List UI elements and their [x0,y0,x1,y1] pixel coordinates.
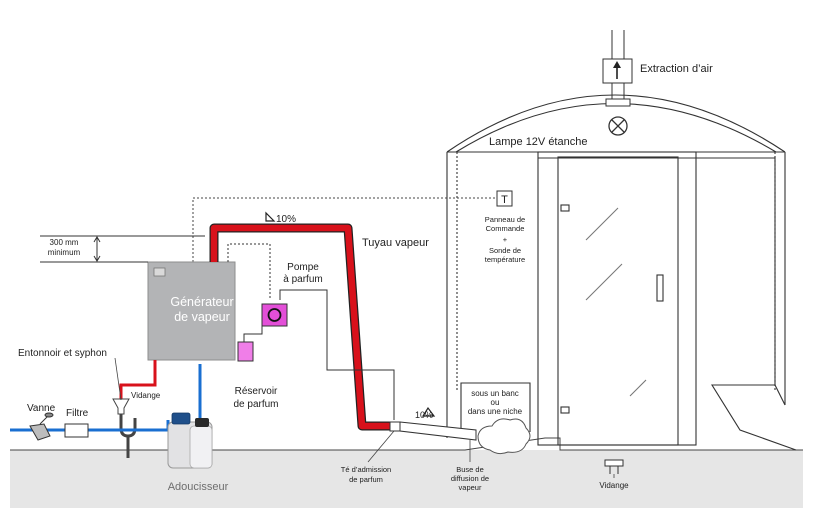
pump-rotor-icon [267,308,282,322]
tee-label-1: Té d’admission [341,465,391,474]
valve-label: Vanne [27,403,56,414]
height-dimension [40,235,205,263]
tank-label-2: de parfum [233,399,278,410]
generator-drain-line [119,360,157,402]
lamp-icon [608,116,628,136]
nozzle-label-2: diffusion de [451,474,489,483]
control-cable [192,197,497,286]
air-extraction-label: Extraction d’air [640,63,713,75]
funnel-label: Entonnoir et syphon [18,348,107,359]
leader-lines [114,357,615,478]
filter-housing [64,423,89,438]
bench-label-2: ou [491,398,500,407]
panel-label-5: température [485,255,525,264]
panel-label-1: Panneau de [485,215,525,224]
filter-label: Filtre [66,408,89,419]
steam-generator [147,261,236,361]
panel-label-3: + [503,235,508,244]
up-arrow-icon [613,61,621,79]
water-softener [167,412,213,469]
pump-control-cable [227,243,271,300]
generator-label-2: de vapeur [174,310,230,324]
generator-display-icon [153,267,166,277]
pump-label-1: Pompe [287,262,319,273]
panel-label-2: Commande [486,224,525,233]
bench-label-1: sous un banc [471,389,519,398]
tee-label-2: de parfum [349,475,383,484]
tank-label-1: Réservoir [235,386,278,397]
min-height-label-1: 300 mm [50,238,79,247]
perfume-tank [237,341,254,362]
ground-floor [10,450,803,508]
generator-drain-label: Vidange [131,391,161,400]
steam-cloud-icon [477,418,531,455]
slope-top-label: 10% [276,214,296,225]
steam-nozzle [399,421,477,441]
panel-label-4: Sonde de [489,246,521,255]
funnel-icon [112,398,130,415]
control-panel-box [496,190,513,207]
nozzle-label-1: Buse de [456,465,484,474]
softener-label: Adoucisseur [168,481,229,493]
min-height-label-2: minimum [48,248,81,257]
cabin-drain-label: Vidange [599,481,629,490]
cabin-drain [604,459,624,474]
steam-pipe [209,223,392,431]
slope-top-icon [265,211,276,222]
lamp-label: Lampe 12V étanche [489,136,587,148]
air-extraction-duct [602,30,633,107]
nozzle-label-3: vapeur [459,483,482,492]
valve-icon [29,412,54,441]
siphon-trap [119,414,137,438]
generator-label-1: Générateur [170,295,233,309]
bench-label-3: dans une niche [468,407,523,416]
slope-bottom-label: 10% [415,410,433,420]
floor-line [10,437,803,451]
steam-pipe-label: Tuyau vapeur [362,237,429,249]
perfume-pump [261,303,288,327]
perfume-tee [389,421,401,432]
slope-bottom-icon [421,406,436,417]
control-panel-letter: T [501,194,508,206]
pump-label-2: à parfum [283,274,322,285]
